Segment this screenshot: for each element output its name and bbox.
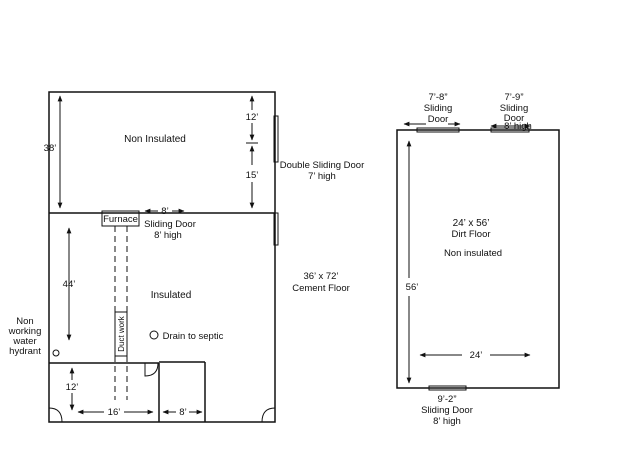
interior-door-label-2: 8’ high — [154, 230, 182, 241]
right-building-outline — [396, 129, 560, 389]
door-right-label-1: Sliding — [500, 103, 529, 114]
left-size-label: 36’ x 72’ — [303, 271, 338, 282]
dim-15-label: 15’ — [246, 170, 259, 181]
sliding-door-bottom — [428, 385, 467, 391]
non-insulated-title: Non Insulated — [124, 134, 186, 145]
bottom-door-label-2: 8’ high — [433, 416, 461, 427]
dim-38-label: 38’ — [44, 143, 57, 154]
double-door-label-2: 7’ high — [308, 171, 336, 182]
drain-circle — [149, 330, 159, 340]
right-dimension-arrows — [403, 121, 531, 384]
door-left-width: 7’-8” — [428, 92, 447, 103]
bottom-door-width: 9’-2” — [437, 394, 456, 405]
hydrant-label-4: hydrant — [9, 346, 41, 357]
door-right-width: 7’-9” — [504, 92, 523, 103]
drain-label: Drain to septic — [163, 331, 224, 342]
right-size-label: 24’ x 56’ — [453, 218, 490, 229]
double-sliding-door-upper — [273, 115, 279, 163]
door-left-label-2: Door — [428, 114, 449, 125]
left-dimension-arrows — [57, 95, 258, 415]
hydrant-label-3: water — [12, 336, 36, 347]
duct-work-label: Duct work — [117, 315, 126, 352]
double-door-label-1: Double Sliding Door — [280, 160, 365, 171]
left-building-labels: Non Insulated 38’ 12’ 15’ Double Sliding… — [8, 112, 365, 418]
furnace-box — [101, 210, 140, 227]
corner-arc — [261, 407, 276, 423]
dim-16-label: 16’ — [108, 407, 121, 418]
hydrant-label-1: Non — [16, 316, 33, 327]
interior-door-width: 8’ — [161, 206, 168, 217]
insulated-title: Insulated — [151, 290, 192, 301]
door-right-label-3: 8’ high — [504, 121, 532, 132]
right-insulation-label: Non insulated — [444, 248, 502, 259]
furnace-label: Furnace — [103, 214, 138, 225]
interior-door-label-1: Sliding Door — [144, 219, 196, 230]
dim-12-low-label: 12’ — [66, 382, 79, 393]
right-building — [396, 127, 560, 391]
dim-56-label: 56’ — [406, 282, 419, 293]
hydrant-label-2: working — [8, 326, 42, 337]
right-building-labels: 7’-8” Sliding Door 7’-9” Sliding Door 8’… — [406, 92, 532, 427]
dim-24-label: 24’ — [470, 350, 483, 361]
dim-8b-label: 8’ — [179, 407, 186, 418]
bottom-door-label-1: Sliding Door — [421, 405, 473, 416]
dim-44-label: 44’ — [63, 279, 76, 290]
dim-12-label: 12’ — [246, 112, 259, 123]
duct-work-box — [114, 311, 128, 357]
door-left-label-1: Sliding — [424, 103, 453, 114]
hydrant-circle — [52, 349, 60, 357]
sliding-door-left — [416, 127, 460, 133]
left-building — [48, 91, 279, 423]
left-floor-label: Cement Floor — [292, 283, 350, 294]
corner-arc — [48, 407, 63, 423]
door-swing — [144, 362, 159, 377]
door-right-label-2: Door — [504, 113, 525, 124]
left-building-outline — [48, 91, 276, 423]
right-floor-label: Dirt Floor — [451, 229, 490, 240]
double-sliding-door-lower — [273, 212, 279, 246]
